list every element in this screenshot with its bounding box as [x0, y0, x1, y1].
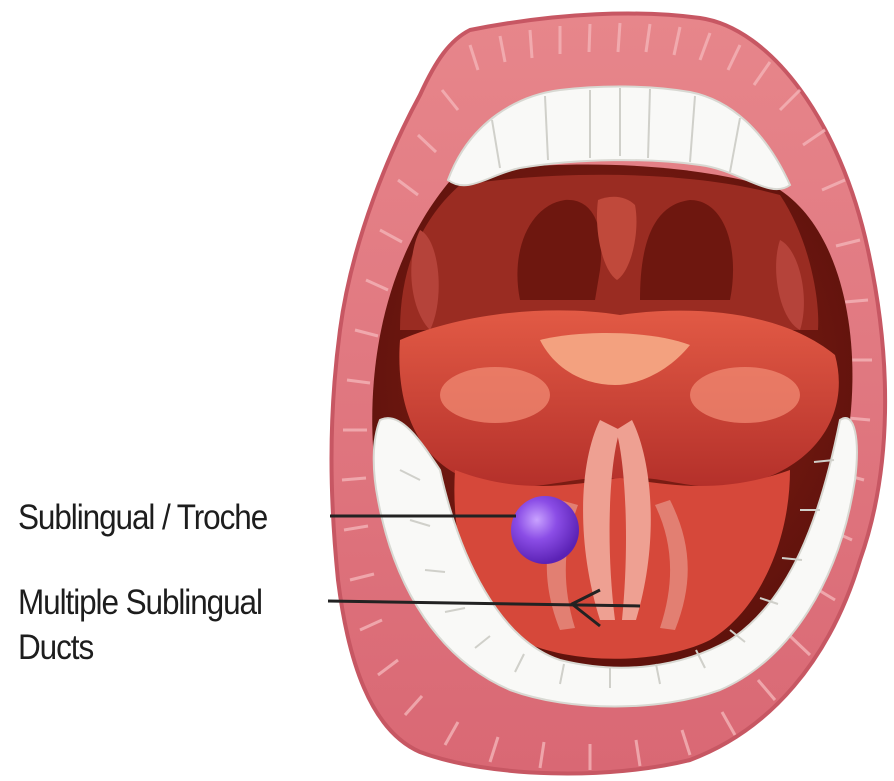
label-sublingual-ducts: Multiple Sublingual Ducts: [18, 580, 262, 670]
label-sublingual-troche: Sublingual / Troche: [18, 495, 267, 540]
label-ducts-line1: Multiple Sublingual: [18, 580, 262, 625]
tongue-highlight-left: [440, 367, 550, 423]
label-ducts-line2: Ducts: [18, 625, 262, 670]
tongue-highlight-right: [690, 367, 800, 423]
troche-tablet: [511, 496, 579, 564]
